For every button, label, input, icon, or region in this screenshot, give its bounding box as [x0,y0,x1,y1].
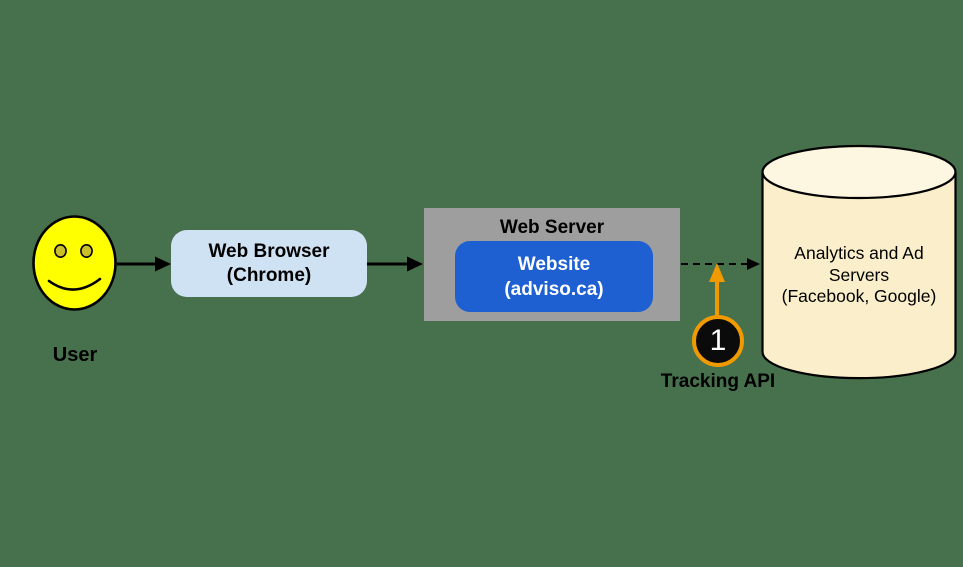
user-label: User [52,344,98,366]
tracking-arrow-icon [709,263,725,318]
website-label-line2: (adviso.ca) [504,278,604,300]
arrow-user-to-browser-icon [117,256,171,272]
website-node: Website (adviso.ca) [455,241,653,312]
arrow-browser-to-server-icon [367,256,423,272]
tracking-api-label: Tracking API [660,371,776,392]
analytics-label-line1: Analytics and Ad [794,243,924,263]
user-smiley-icon [32,215,117,311]
analytics-label-line2: Servers [828,264,890,285]
web-browser-label-line1: Web Browser [208,240,330,262]
web-browser-label-line2: (Chrome) [226,264,312,286]
web-browser-node: Web Browser (Chrome) [171,230,367,297]
tracking-step-badge: 1 [692,315,744,367]
tracking-step-number: 1 [709,324,727,357]
analytics-label: Analytics and Ad Servers (Facebook, Goog… [766,243,952,308]
dashed-arrow-server-to-analytics-icon [681,258,760,270]
analytics-label-line3: (Facebook, Google) [781,286,937,306]
web-server-node: Web Server Website (adviso.ca) [424,208,680,321]
website-label-line1: Website [517,253,591,275]
web-server-title: Web Server [499,217,605,238]
